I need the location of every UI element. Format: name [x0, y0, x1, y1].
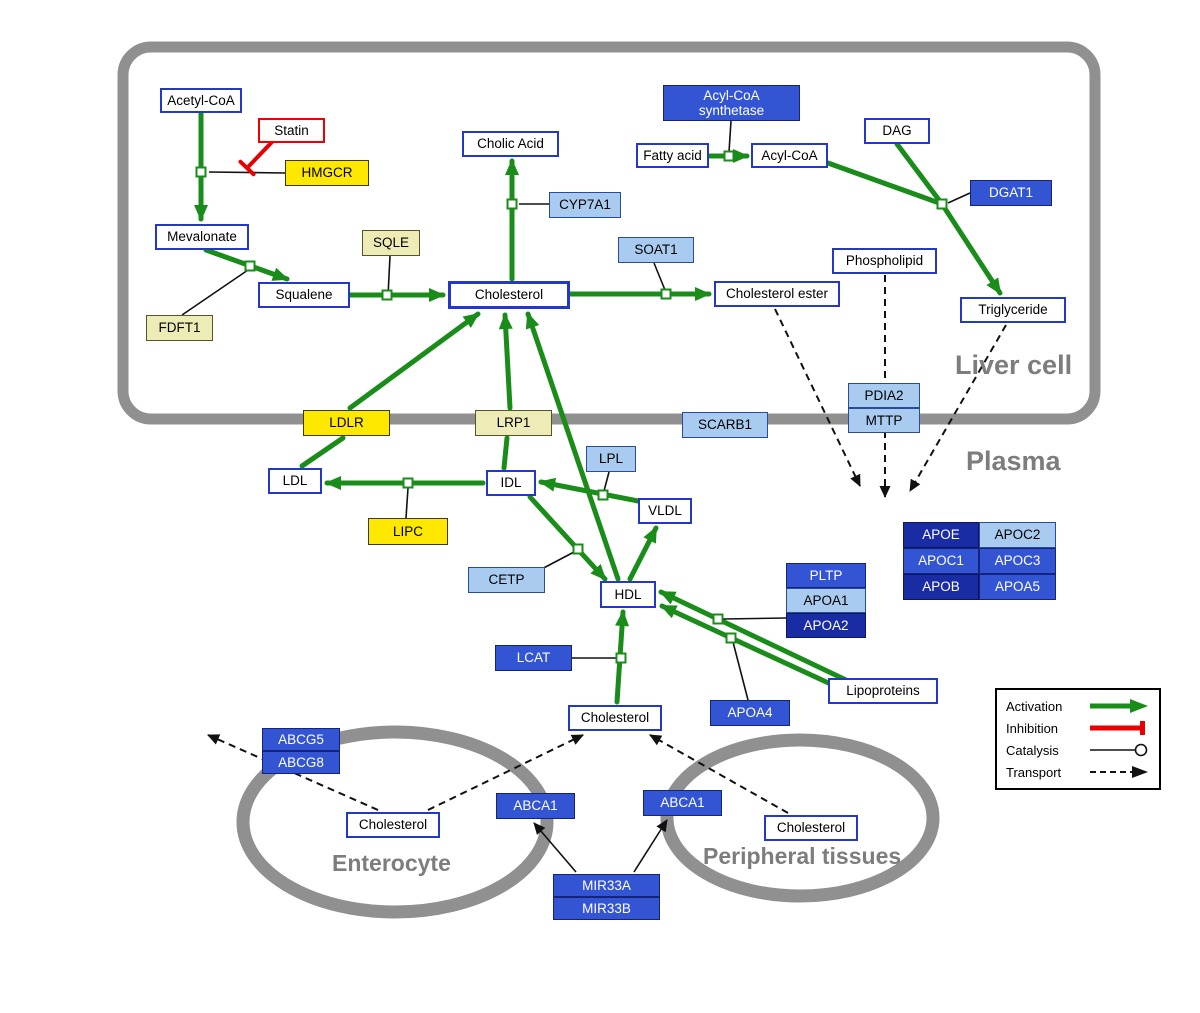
- activation-arrow-icon: [1090, 699, 1148, 713]
- node-cholesterol-peripheral[interactable]: Cholesterol: [764, 815, 858, 841]
- node-apoe[interactable]: APOE: [903, 522, 979, 548]
- node-fdft1[interactable]: FDFT1: [146, 315, 213, 341]
- node-abca1-right[interactable]: ABCA1: [643, 790, 722, 816]
- node-soat1[interactable]: SOAT1: [618, 237, 694, 263]
- node-apob[interactable]: APOB: [903, 574, 979, 600]
- node-cyp7a1[interactable]: CYP7A1: [549, 192, 621, 218]
- node-apoa2[interactable]: APOA2: [786, 613, 866, 638]
- legend-inhibition-label: Inhibition: [1006, 720, 1059, 736]
- reaction-nodes: [195, 150, 948, 664]
- liver-cell-label: Liver cell: [955, 350, 1073, 380]
- node-apoa5[interactable]: APOA5: [979, 574, 1056, 600]
- catalysis-circle-icon: [1090, 743, 1148, 757]
- node-fatty-acid[interactable]: Fatty acid: [636, 143, 709, 168]
- node-abcg5[interactable]: ABCG5: [262, 728, 340, 751]
- node-lipc[interactable]: LIPC: [368, 518, 448, 545]
- transport-dashed-arrow-icon: [1090, 766, 1148, 778]
- node-acyl-coa[interactable]: Acyl-CoA: [751, 143, 828, 168]
- peripheral-tissues-membrane: [660, 733, 940, 903]
- legend-row-activation: Activation: [1006, 697, 1150, 715]
- node-statin[interactable]: Statin: [258, 118, 325, 143]
- node-mevalonate[interactable]: Mevalonate: [155, 224, 249, 250]
- node-apoc3[interactable]: APOC3: [979, 548, 1056, 574]
- node-lrp1[interactable]: LRP1: [475, 410, 552, 436]
- legend-activation-label: Activation: [1006, 698, 1063, 714]
- legend-row-transport: Transport: [1006, 763, 1150, 781]
- node-mttp[interactable]: MTTP: [848, 408, 920, 433]
- legend-transport-label: Transport: [1006, 764, 1062, 780]
- node-squalene[interactable]: Squalene: [258, 282, 350, 308]
- node-cetp[interactable]: CETP: [468, 567, 545, 593]
- node-apoc2[interactable]: APOC2: [979, 522, 1056, 548]
- node-apoa1[interactable]: APOA1: [786, 588, 866, 613]
- node-abcg8[interactable]: ABCG8: [262, 751, 340, 774]
- peripheral-tissues-label: Peripheral tissues: [703, 843, 902, 869]
- node-acyl-coa-synthetase[interactable]: Acyl-CoA synthetase: [663, 85, 800, 121]
- inhibition-bar-icon: [1090, 721, 1145, 735]
- node-pltp[interactable]: PLTP: [786, 563, 866, 588]
- node-dgat1[interactable]: DGAT1: [970, 180, 1052, 206]
- node-cholic-acid[interactable]: Cholic Acid: [462, 131, 559, 157]
- node-phospholipid[interactable]: Phospholipid: [832, 248, 937, 274]
- node-dag[interactable]: DAG: [864, 118, 930, 144]
- node-hdl[interactable]: HDL: [600, 581, 656, 608]
- node-lipoproteins[interactable]: Lipoproteins: [828, 678, 938, 704]
- node-hmgcr[interactable]: HMGCR: [285, 160, 369, 186]
- plasma-label: Plasma: [966, 446, 1061, 476]
- node-vldl[interactable]: VLDL: [638, 498, 692, 524]
- enterocyte-membrane: [236, 725, 554, 919]
- node-sqle[interactable]: SQLE: [362, 230, 420, 256]
- legend-catalysis-label: Catalysis: [1006, 742, 1059, 758]
- node-acetyl-coa[interactable]: Acetyl-CoA: [160, 88, 242, 113]
- inhibition-edge-statin: [238, 140, 274, 177]
- liver-cell-membrane: [117, 41, 1101, 425]
- node-cholesterol-liver[interactable]: Cholesterol: [448, 281, 570, 309]
- node-apoa4[interactable]: APOA4: [710, 700, 790, 726]
- node-mir33a[interactable]: MIR33A: [553, 874, 660, 897]
- node-apoc1[interactable]: APOC1: [903, 548, 979, 574]
- node-ldlr[interactable]: LDLR: [303, 410, 390, 436]
- enterocyte-label: Enterocyte: [332, 850, 451, 876]
- node-cholesterol-plasma[interactable]: Cholesterol: [568, 705, 662, 731]
- catalysis-edges: [181, 120, 971, 873]
- compartment-shapes: [117, 41, 1101, 919]
- node-scarb1[interactable]: SCARB1: [682, 412, 768, 438]
- node-lcat[interactable]: LCAT: [495, 645, 572, 671]
- node-ldl[interactable]: LDL: [268, 468, 322, 494]
- node-pdia2[interactable]: PDIA2: [848, 383, 920, 408]
- legend-row-inhibition: Inhibition: [1006, 719, 1150, 737]
- node-mir33b[interactable]: MIR33B: [553, 897, 660, 920]
- node-lpl[interactable]: LPL: [586, 446, 636, 472]
- node-cholesterol-ester[interactable]: Cholesterol ester: [714, 281, 840, 307]
- legend-row-catalysis: Catalysis: [1006, 741, 1150, 759]
- node-abca1-left[interactable]: ABCA1: [496, 793, 575, 819]
- node-cholesterol-enterocyte[interactable]: Cholesterol: [346, 812, 440, 838]
- node-idl[interactable]: IDL: [486, 470, 536, 496]
- node-triglyceride[interactable]: Triglyceride: [960, 297, 1066, 323]
- legend: Activation Inhibition Catalysis: [995, 688, 1161, 790]
